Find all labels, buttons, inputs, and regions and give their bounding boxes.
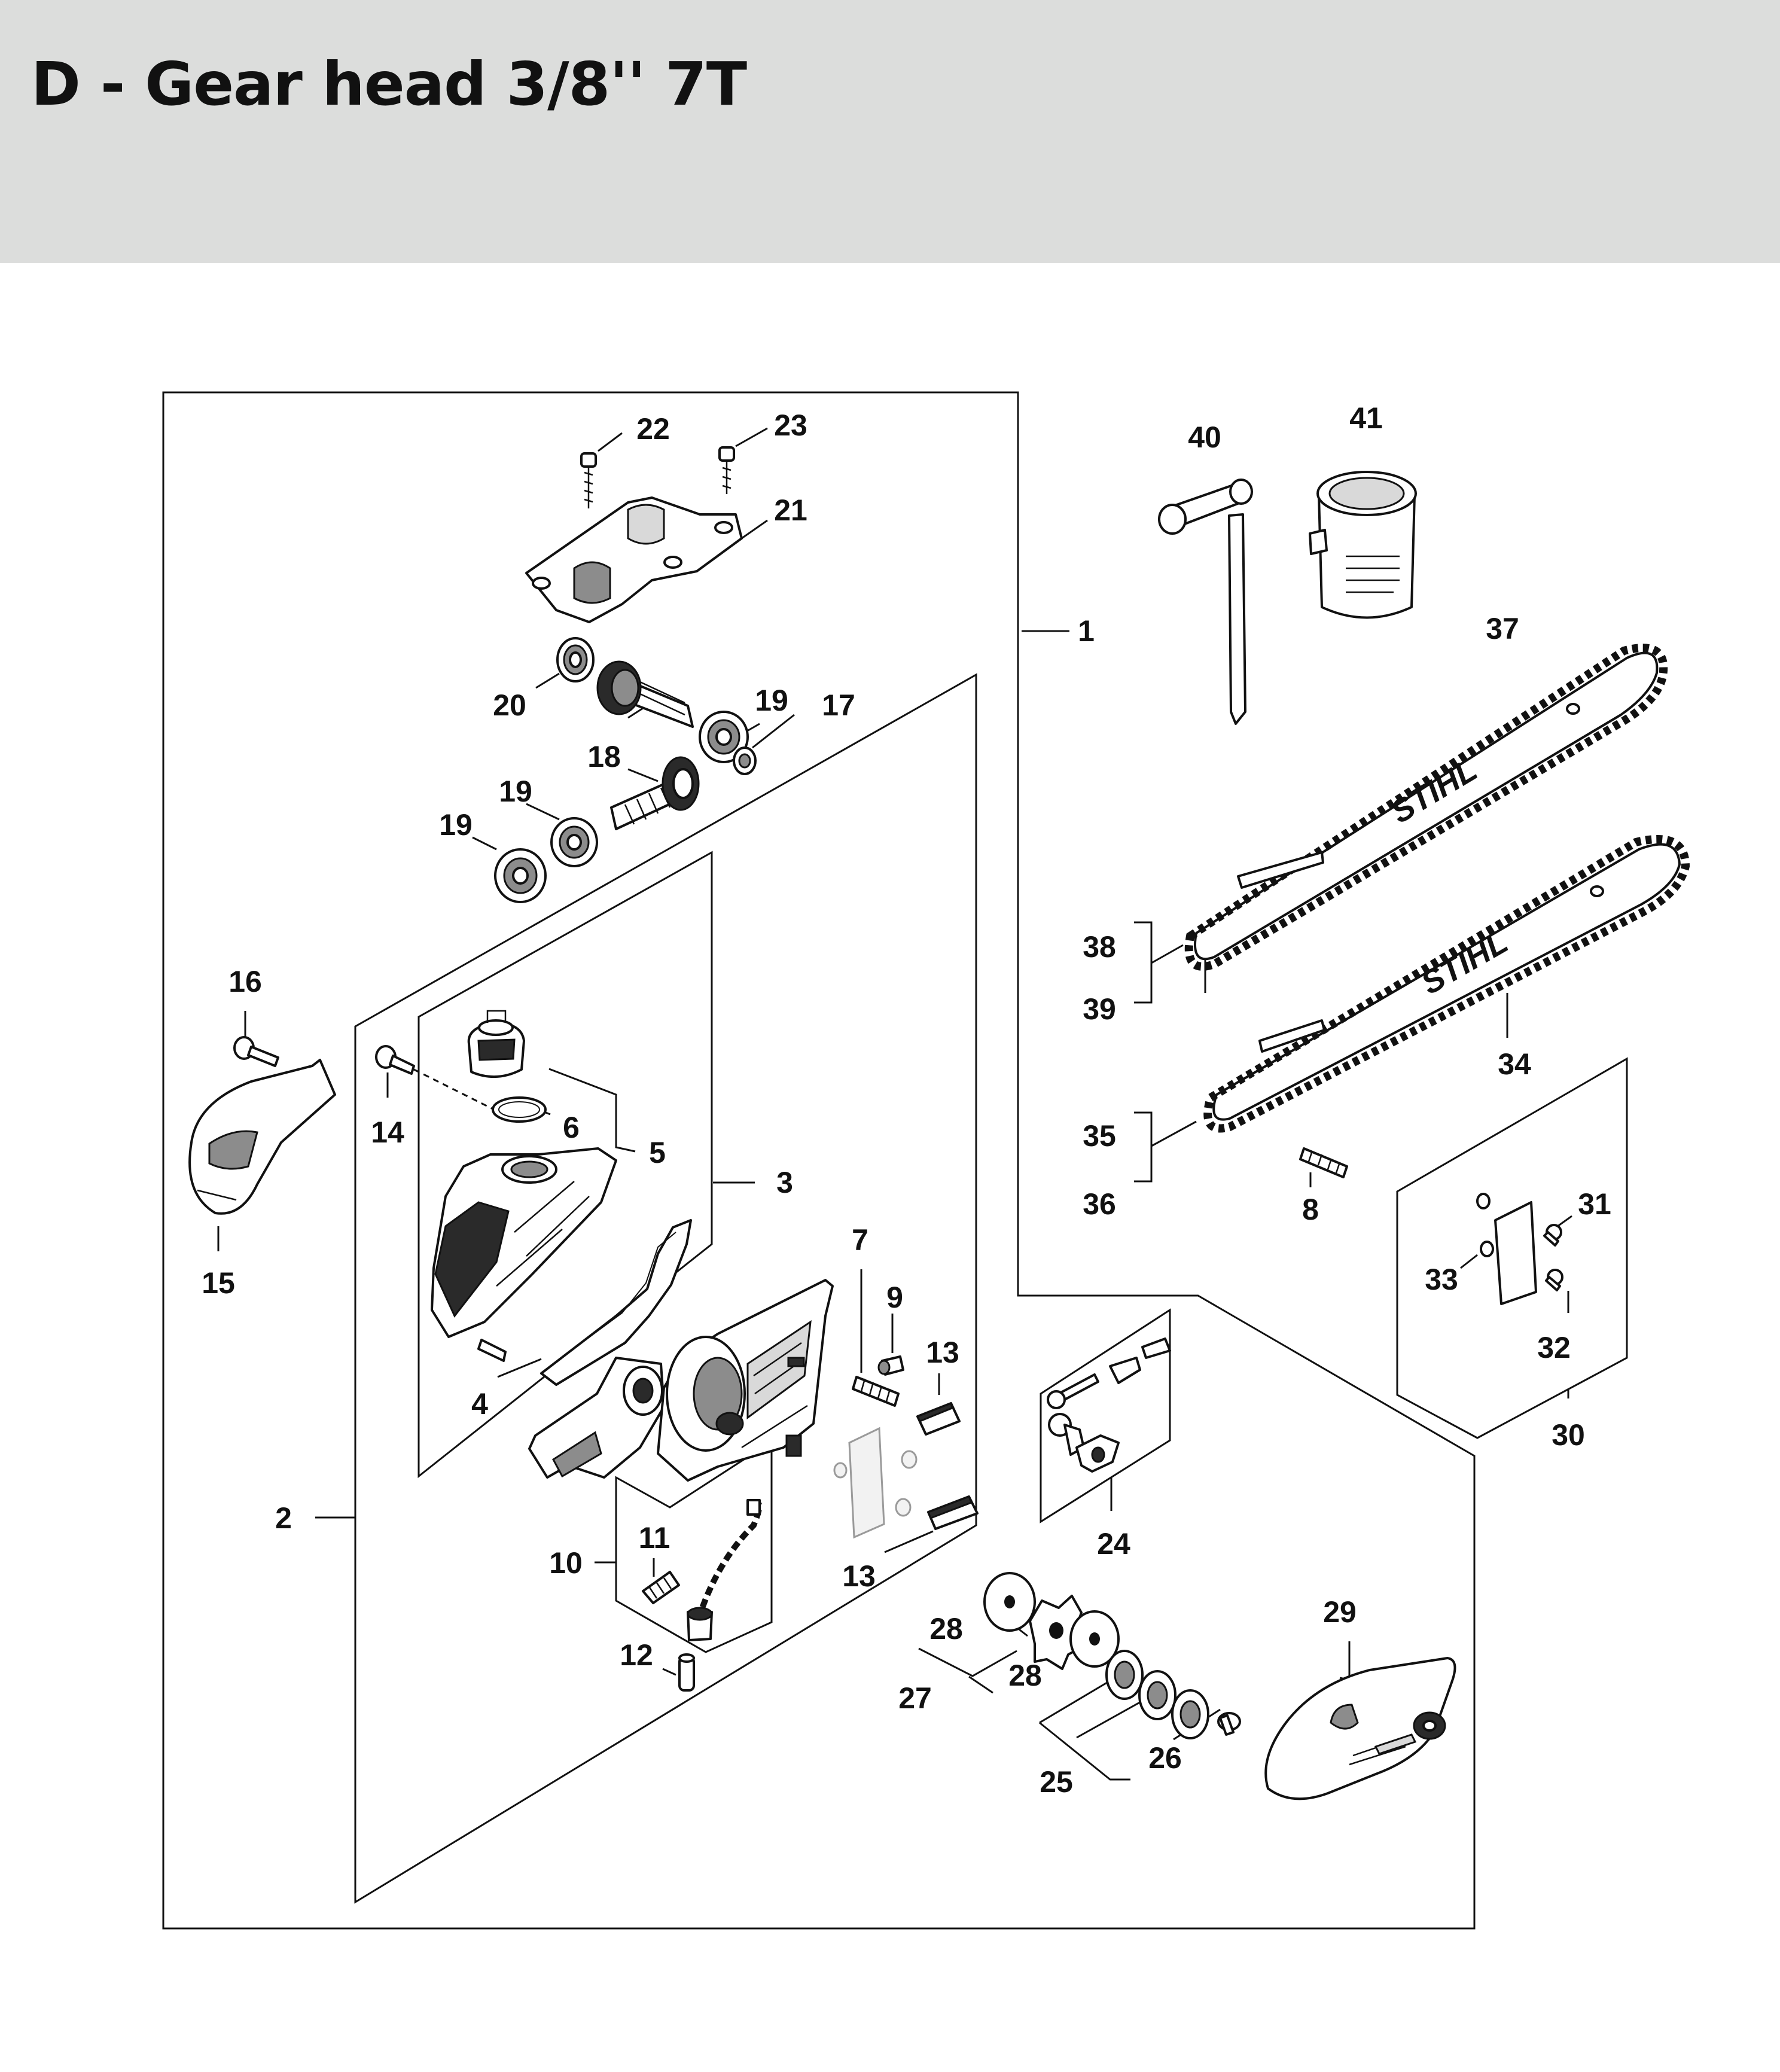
stud-7 — [852, 1376, 900, 1407]
nut-26 — [1217, 1712, 1241, 1736]
callout-28-b: 28 — [1008, 1659, 1042, 1692]
header-bar: D - Gear head 3/8'' 7T — [0, 0, 1780, 263]
callout-22: 22 — [636, 412, 670, 446]
slide-13-upper — [916, 1401, 961, 1436]
callout-17: 17 — [822, 688, 855, 722]
gear-housing-2 — [528, 1279, 834, 1482]
bevel-gear-18-upper — [596, 660, 694, 728]
grease-tube-41 — [1309, 471, 1417, 619]
callout-9: 9 — [886, 1281, 903, 1314]
callout-2: 2 — [275, 1501, 292, 1535]
screw-23 — [718, 446, 735, 494]
callout-11: 11 — [639, 1521, 670, 1555]
callout-19-b: 19 — [499, 775, 532, 808]
group-frame-10 — [615, 1440, 773, 1653]
o-ring-6 — [492, 1096, 547, 1123]
callout-19-a: 19 — [755, 684, 788, 717]
callout-23: 23 — [774, 409, 807, 442]
bevel-gear-18-lower — [610, 756, 700, 830]
gasket-4 — [540, 1219, 692, 1386]
leader-lines — [217, 427, 1572, 1781]
group-frame-24 — [1040, 1308, 1171, 1523]
sprocket-cover-29 — [1264, 1657, 1456, 1800]
callout-7: 7 — [852, 1223, 868, 1257]
bearing-19-c — [494, 848, 547, 903]
callout-37: 37 — [1486, 612, 1519, 645]
washers-25 — [1105, 1650, 1209, 1739]
callout-13-upper: 13 — [926, 1336, 959, 1369]
callout-25: 25 — [1040, 1765, 1073, 1799]
callout-34: 34 — [1498, 1047, 1531, 1081]
page-title: D - Gear head 3/8'' 7T — [31, 49, 747, 119]
callout-28-a: 28 — [929, 1612, 963, 1646]
guide-bar-34: STIHL — [1203, 835, 1690, 1133]
washer-28-b — [1069, 1610, 1120, 1668]
callout-13-lower: 13 — [842, 1559, 876, 1593]
group-frame-1 — [162, 391, 1476, 1930]
bearing-19-a — [699, 711, 749, 763]
callout-14: 14 — [371, 1116, 404, 1149]
callout-5: 5 — [649, 1136, 666, 1169]
callout-18: 18 — [587, 740, 621, 773]
oil-tank-3 — [431, 1147, 617, 1362]
callout-16: 16 — [228, 965, 262, 998]
oil-cap-5 — [467, 1010, 525, 1078]
screw-32 — [1545, 1269, 1563, 1291]
screw-14 — [375, 1045, 503, 1115]
screw-16 — [233, 1036, 279, 1067]
slide-13-lower — [927, 1495, 979, 1530]
callout-36: 36 — [1083, 1187, 1116, 1221]
callout-32: 32 — [1537, 1331, 1571, 1364]
callout-10: 10 — [549, 1546, 583, 1580]
callout-8: 8 — [1302, 1193, 1319, 1226]
callout-3: 3 — [776, 1166, 793, 1199]
callout-15: 15 — [202, 1266, 235, 1300]
screw-22 — [580, 452, 597, 508]
callout-20: 20 — [493, 688, 526, 722]
callout-29: 29 — [1323, 1595, 1357, 1629]
wrench-40 — [1158, 479, 1253, 725]
oil-hose-10 — [687, 1499, 763, 1641]
callout-24: 24 — [1097, 1527, 1130, 1561]
group-frame-2 — [354, 673, 977, 1904]
guard-cover-15 — [188, 1059, 336, 1215]
plate-30 — [1476, 1193, 1537, 1305]
callout-12: 12 — [620, 1638, 653, 1672]
callout-1: 1 — [1078, 614, 1095, 648]
stud-8 — [1299, 1147, 1348, 1178]
nut-9 — [877, 1355, 904, 1376]
washer-28-a — [983, 1572, 1036, 1632]
callout-41: 41 — [1349, 401, 1383, 435]
tensioner-plate — [833, 1427, 918, 1539]
callout-4: 4 — [471, 1387, 488, 1421]
group-frame-3 — [417, 851, 713, 1479]
callout-21: 21 — [774, 493, 807, 527]
callout-33: 33 — [1425, 1263, 1458, 1296]
group-frame-30 — [1396, 1057, 1628, 1439]
bearing-housing-21 — [525, 496, 743, 623]
callout-19-c: 19 — [439, 808, 473, 842]
callout-6: 6 — [563, 1111, 580, 1144]
screw-31 — [1543, 1224, 1562, 1247]
tensioner-24 — [1047, 1337, 1171, 1473]
callout-39: 39 — [1083, 992, 1116, 1026]
callout-30: 30 — [1552, 1418, 1585, 1452]
callout-35: 35 — [1083, 1119, 1116, 1153]
bearing-20 — [556, 637, 595, 682]
valve-12 — [678, 1653, 695, 1692]
ring-17 — [733, 746, 757, 775]
callout-31: 31 — [1578, 1187, 1611, 1221]
callout-27: 27 — [898, 1681, 932, 1715]
oil-pump-11 — [642, 1571, 680, 1604]
bearing-19-b — [550, 817, 598, 867]
callout-40: 40 — [1188, 421, 1221, 454]
callout-26: 26 — [1148, 1741, 1182, 1775]
callout-38: 38 — [1083, 930, 1116, 964]
callout-labels: 1 2 3 4 5 6 7 8 9 10 11 12 13 13 14 15 1… — [202, 401, 1611, 1799]
